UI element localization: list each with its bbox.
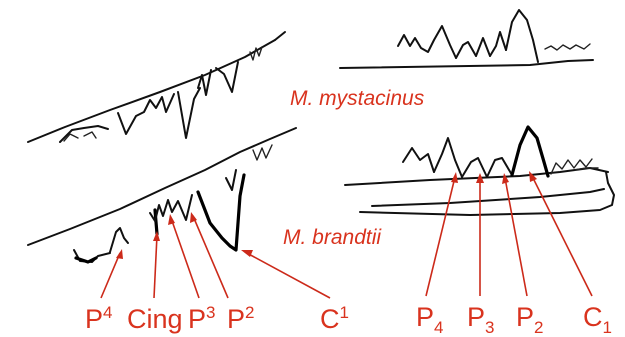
- arrow-p2-lower: [504, 177, 528, 297]
- label-upper-p3: P3: [188, 303, 215, 334]
- arrow-cing: [153, 234, 158, 299]
- mystacinus-upper-incisors: [249, 46, 263, 61]
- arrowhead-p2-upper: [190, 212, 197, 223]
- brandtii-lower-toothrow: [344, 125, 615, 216]
- brandtii-lower-p3: [461, 157, 488, 178]
- arrow-p4-upper: [100, 252, 121, 299]
- arrowhead-c1-lower: [529, 171, 537, 182]
- arrowhead-p3-lower: [476, 173, 484, 183]
- label-lower-p4: P4: [416, 302, 443, 337]
- arrow-p2-upper: [192, 215, 229, 299]
- mystacinus-upper-molar-cusps: [63, 131, 97, 142]
- species-label-mystacinus: M. mystacinus: [290, 87, 425, 110]
- brandtii-lower-gum: [574, 167, 599, 171]
- arrow-c1-lower: [531, 175, 593, 297]
- brandtii-lower-molar-1: [402, 147, 435, 173]
- mystacinus-upper-molar-edge: [59, 125, 109, 143]
- brandtii-upper-cingulum-stroke: [153, 208, 159, 236]
- brandtii-upper-molar-shadow: [74, 256, 98, 264]
- upper-label-arrows: [100, 212, 331, 299]
- label-upper-c1: C1: [320, 303, 349, 334]
- brandtii-upper-canine-ridge: [225, 169, 237, 191]
- mystacinus-lower-canine: [505, 9, 539, 63]
- mystacinus-upper-premolar-large: [177, 87, 201, 139]
- label-lower-p2: P2: [516, 302, 543, 337]
- lower-label-arrows: [425, 171, 593, 297]
- mystacinus-lower-toothrow: [339, 9, 594, 69]
- arrow-c1-upper: [244, 251, 331, 299]
- arrowhead-p4-lower: [451, 172, 458, 183]
- mystacinus-lower-p2: [489, 31, 507, 57]
- arrow-p4-lower: [425, 176, 456, 297]
- mystacinus-upper-jawline: [27, 39, 276, 143]
- label-cingulum: Cing: [127, 304, 183, 334]
- label-lower-c1: C1: [583, 302, 612, 337]
- mystacinus-lower-jawline: [339, 59, 594, 69]
- brandtii-lower-p2: [486, 157, 513, 178]
- brandtii-lower-incisors: [550, 158, 593, 175]
- brandtii-lower-canine: [510, 125, 550, 178]
- mystacinus-upper-premolars: [117, 93, 175, 135]
- mystacinus-lower-p4: [455, 41, 477, 59]
- label-upper-p2: P2: [227, 303, 254, 334]
- mystacinus-lower-incisors: [544, 43, 591, 51]
- brandtii-upper-premolars: [149, 194, 193, 222]
- brandtii-lower-p4: [433, 137, 463, 178]
- arrowhead-p2-lower: [502, 173, 509, 184]
- label-lower-p3: P3: [467, 302, 494, 337]
- brandtii-upper-p4: [109, 227, 129, 253]
- mystacinus-upper-toothrow: [27, 31, 286, 143]
- mystacinus-lower-molars: [397, 25, 457, 59]
- arrowhead-cing: [153, 231, 160, 241]
- brandtii-upper-jawline: [27, 127, 297, 246]
- brandtii-upper-incisors: [252, 144, 273, 161]
- arrowhead-p3-upper: [168, 214, 175, 225]
- arrowhead-p4-upper: [116, 249, 123, 259]
- mystacinus-upper-jaw-end: [274, 31, 286, 41]
- mystacinus-lower-p3: [475, 37, 491, 57]
- label-upper-p4: P4: [85, 303, 112, 334]
- mystacinus-upper-canine: [215, 61, 239, 93]
- arrowhead-c1-upper: [241, 250, 253, 257]
- species-label-brandtii: M. brandtii: [283, 226, 382, 249]
- brandtii-upper-canine: [196, 173, 246, 252]
- brandtii-lower-jaw-base: [371, 188, 605, 207]
- mystacinus-upper-small-cusp: [197, 69, 212, 96]
- brandtii-lower-jaw-outline: [359, 171, 615, 216]
- arrow-p3-upper: [170, 217, 200, 299]
- brandtii-upper-toothrow: [27, 127, 297, 264]
